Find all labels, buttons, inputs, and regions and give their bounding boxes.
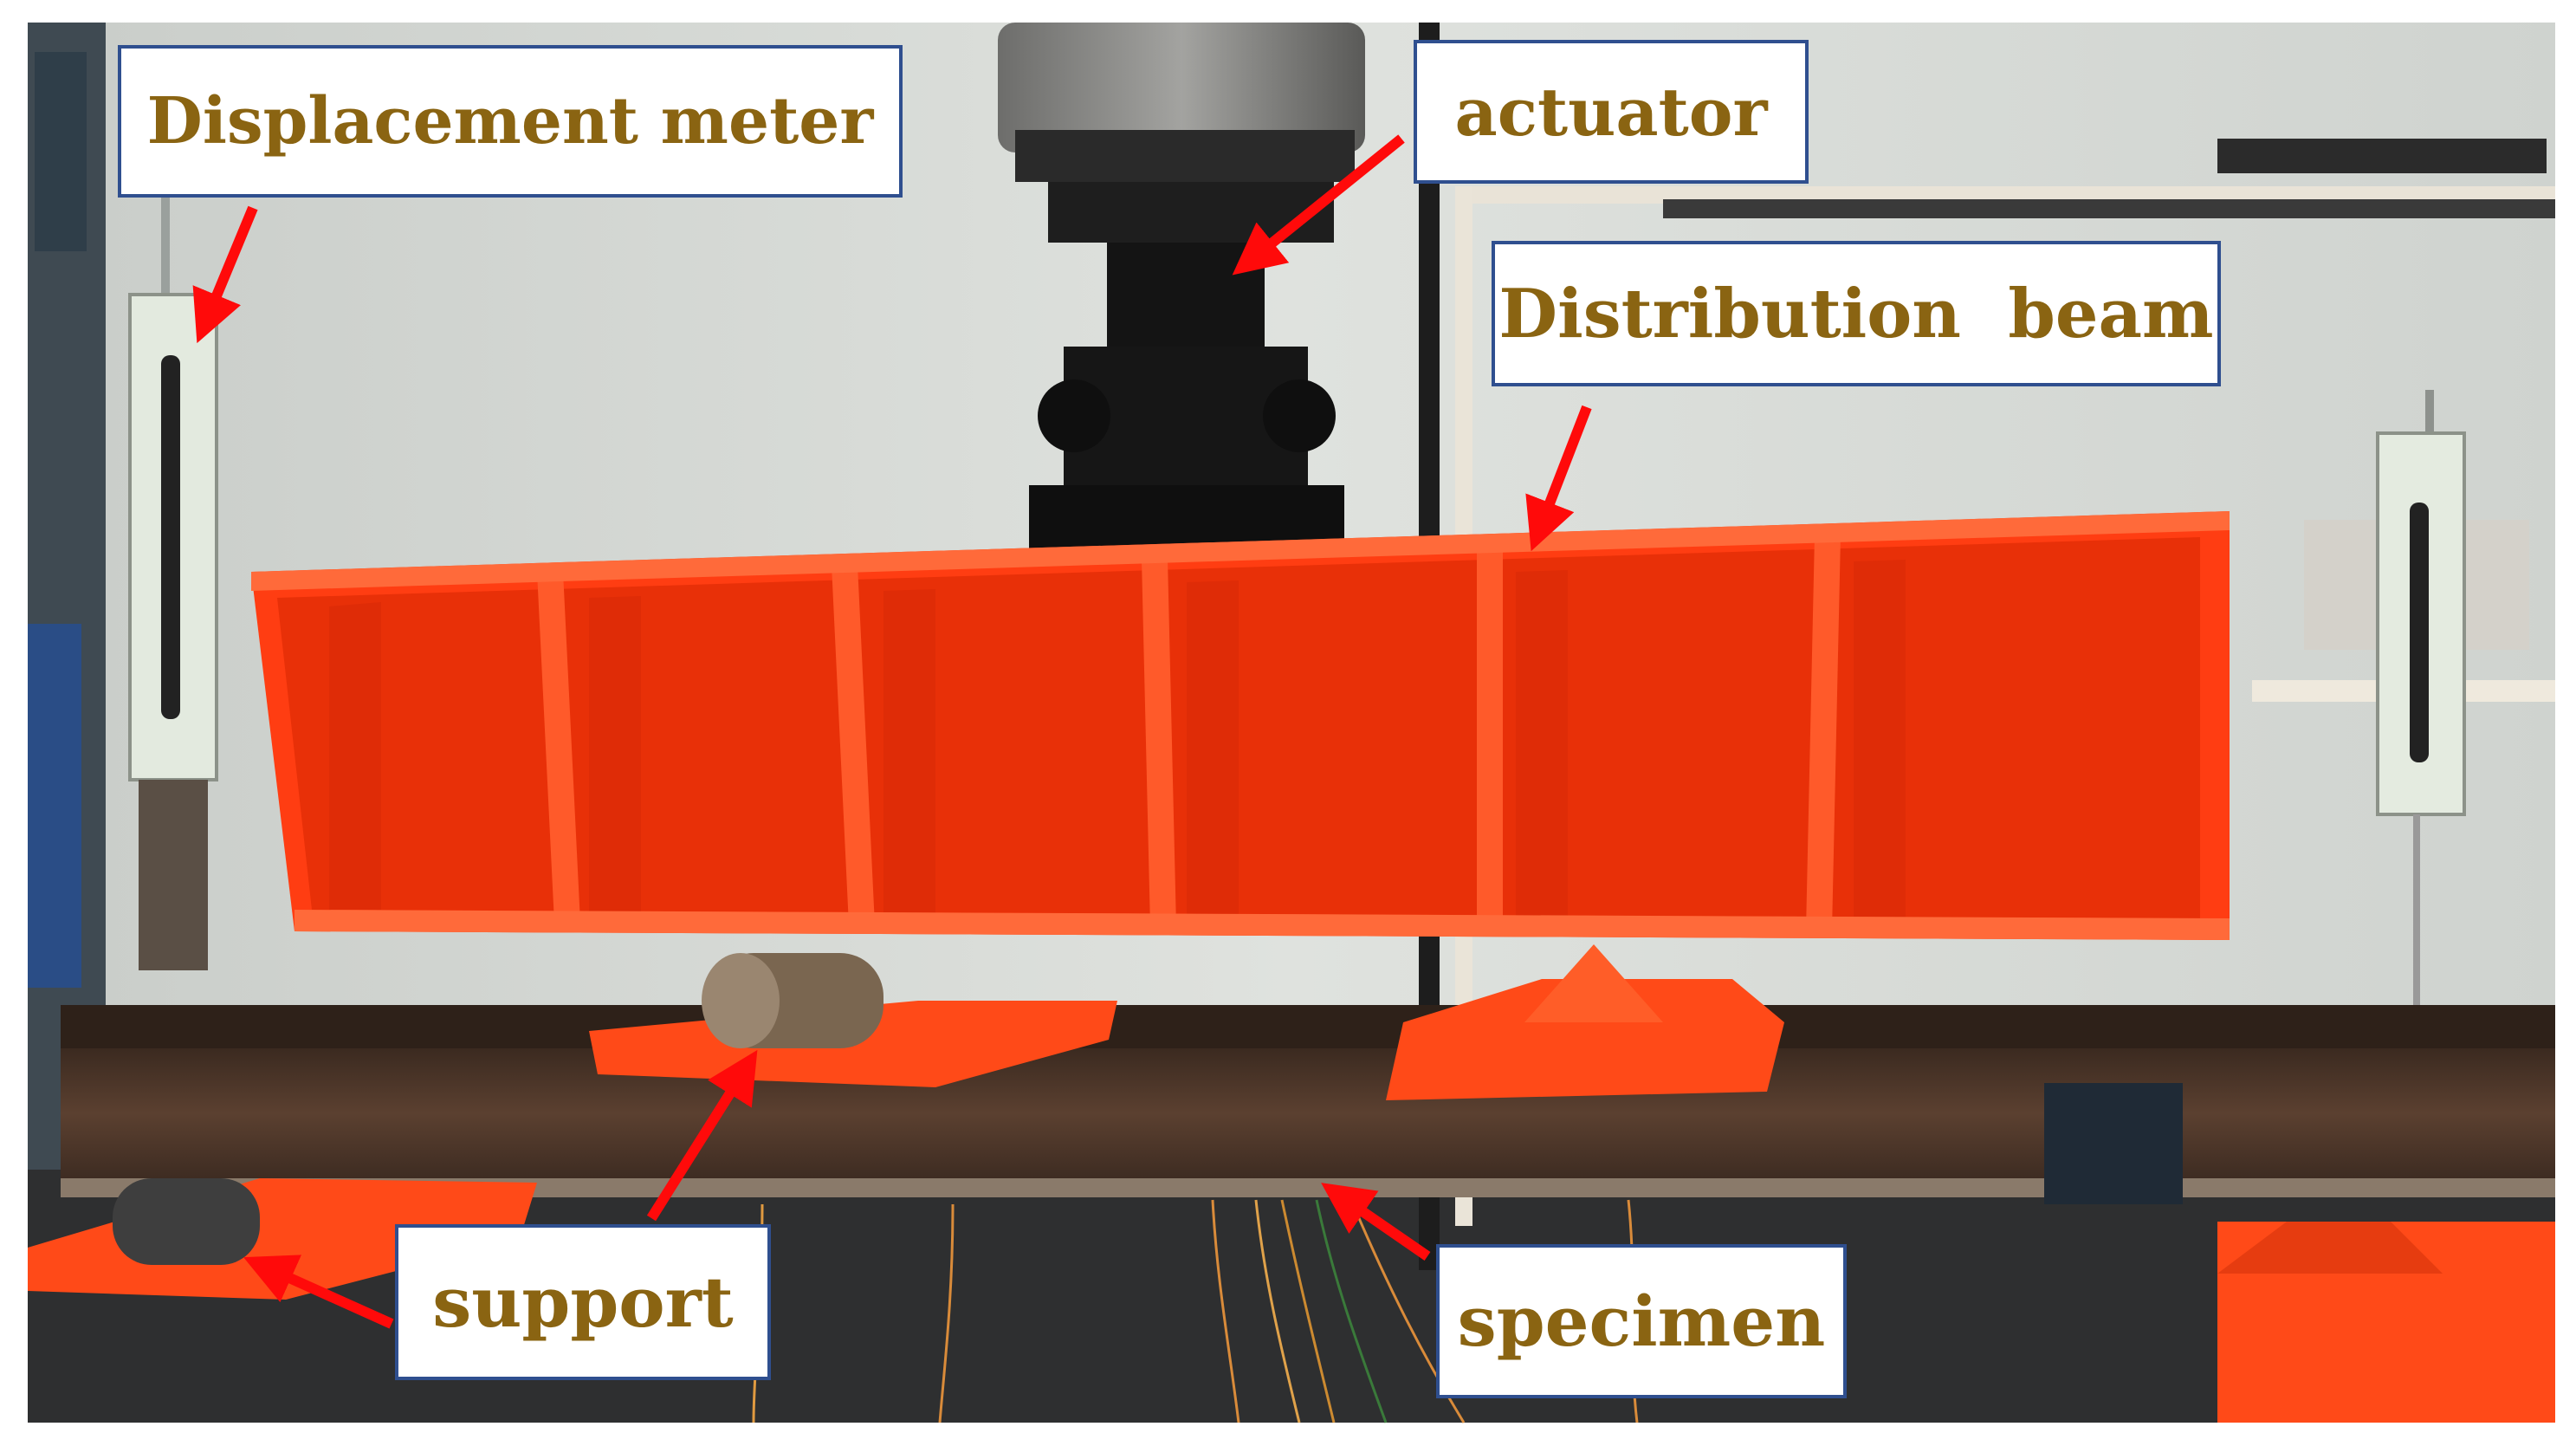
- lower-left-support: [28, 1178, 537, 1300]
- arrow-support-lower: [243, 1255, 394, 1329]
- left-displacement-meter: [128, 61, 218, 970]
- arrow-specimen: [1321, 1183, 1431, 1261]
- arrow-support-upper: [646, 1049, 758, 1222]
- distribution-beam: [251, 511, 2230, 940]
- label-specimen: specimen: [1436, 1244, 1847, 1398]
- arrow-actuator: [1232, 134, 1405, 276]
- right-support: [1386, 944, 1784, 1100]
- specimen-beam: [61, 1005, 2555, 1204]
- label-displacement-meter: Displacement meter: [118, 45, 903, 198]
- label-actuator: actuator: [1414, 40, 1809, 184]
- right-displacement-meter: [2376, 390, 2466, 1057]
- label-support: support: [395, 1224, 771, 1380]
- label-distribution-beam: Distribution beam: [1492, 241, 2221, 386]
- arrow-displacement-meter: [192, 205, 258, 344]
- callout-arrows: [192, 134, 1592, 1329]
- arrow-distribution-beam: [1525, 405, 1592, 552]
- lower-right-support: [2217, 1222, 2555, 1423]
